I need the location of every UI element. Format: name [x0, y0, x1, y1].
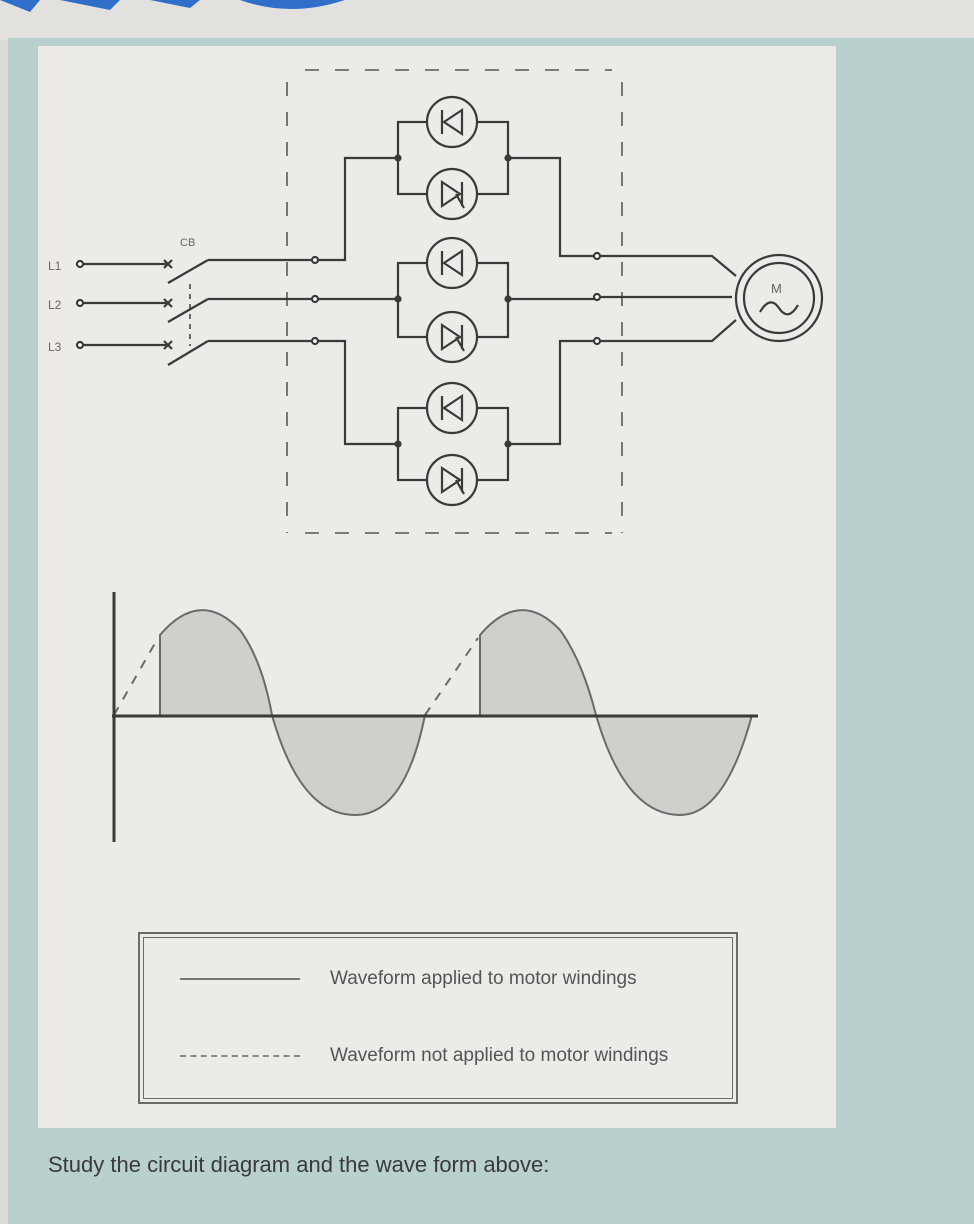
- thyristor-symbols: [425, 95, 479, 507]
- figure-card: L1 L2 L3 CB M Waveform applied to: [38, 46, 836, 1128]
- circuit-breaker: [167, 258, 312, 366]
- motor-symbol: [734, 253, 824, 343]
- motor-label: M: [771, 281, 782, 296]
- legend-item-applied: Waveform applied to motor windings: [144, 968, 637, 990]
- supply-lines: [75, 259, 173, 350]
- thyristor-enclosure: [286, 69, 623, 534]
- line-label-l2: L2: [48, 298, 62, 312]
- solid-line-swatch: [180, 978, 300, 980]
- legend: Waveform applied to motor windings Wavef…: [138, 932, 738, 1104]
- top-strip: [0, 0, 974, 40]
- line-label-l3: L3: [48, 340, 62, 354]
- waveform: [112, 592, 758, 842]
- line-label-l1: L1: [48, 259, 62, 273]
- logo-fragment: [0, 0, 345, 12]
- dashed-line-swatch: [180, 1055, 300, 1057]
- breaker-label: CB: [180, 237, 195, 249]
- question-prompt: Study the circuit diagram and the wave f…: [48, 1152, 550, 1177]
- legend-label: Waveform not applied to motor windings: [330, 1045, 669, 1066]
- legend-item-not-applied: Waveform not applied to motor windings: [144, 1045, 668, 1067]
- legend-label: Waveform applied to motor windings: [330, 968, 637, 989]
- circuit-diagram: L1 L2 L3 CB M: [48, 69, 824, 842]
